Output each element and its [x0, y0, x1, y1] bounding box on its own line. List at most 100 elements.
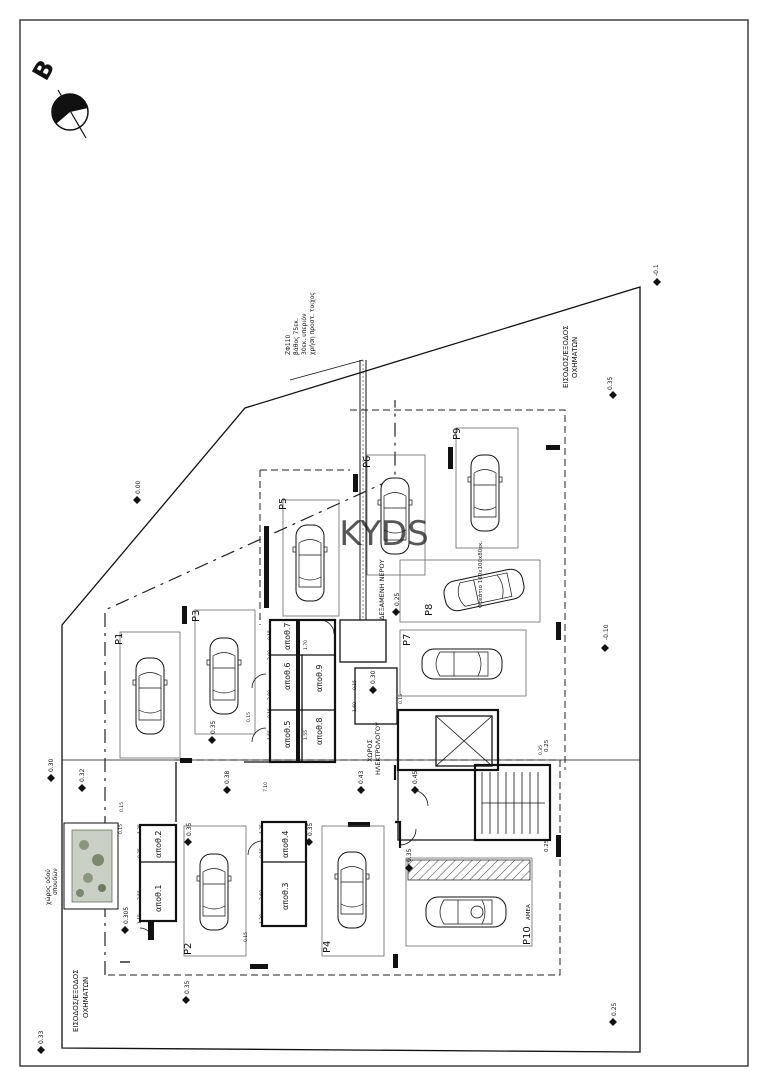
svg-text:0.00: 0.00 — [135, 480, 142, 494]
svg-text:0.25: 0.25 — [611, 1002, 618, 1016]
level-marker: 0.30 — [369, 670, 377, 694]
building-limit-line — [104, 400, 396, 975]
svg-text:χρήση προστ. τοιχος: χρήση προστ. τοιχος — [309, 292, 316, 355]
svg-text:P7: P7 — [402, 634, 413, 646]
svg-text:αποθ.8: αποθ.8 — [315, 717, 324, 745]
svg-text:ΑΜΕΑ: ΑΜΕΑ — [526, 904, 532, 920]
svg-text:0.30: 0.30 — [370, 670, 377, 684]
svg-text:0.35: 0.35 — [607, 376, 614, 390]
svg-text:1.55: 1.55 — [303, 730, 309, 740]
perimeter-walls — [120, 761, 402, 963]
level-marker: -0.1 — [653, 264, 661, 286]
level-marker: 0.35 — [208, 720, 217, 744]
svg-text:1.35: 1.35 — [259, 824, 265, 834]
svg-text:0.35: 0.35 — [307, 822, 314, 836]
svg-text:0.35: 0.35 — [210, 720, 217, 734]
level-marker: 0.45 — [411, 770, 419, 794]
svg-text:1.55: 1.55 — [267, 730, 273, 740]
svg-text:2.00: 2.00 — [267, 650, 273, 660]
green-area: χώρος οδού σπουδών — [45, 822, 119, 910]
svg-text:P8: P8 — [424, 604, 435, 616]
staircase — [481, 772, 545, 834]
svg-text:0.35: 0.35 — [184, 980, 191, 994]
vehicle-entrance-bottom: ΕΙΣΟΔΟΣ/ΕΞΟΔΟΣ ΟΧΗΜΑΤΩΝ — [72, 969, 90, 1032]
svg-text:0.35: 0.35 — [137, 848, 143, 858]
svg-text:ΖΦ110: ΖΦ110 — [285, 335, 292, 355]
svg-text:0.15: 0.15 — [118, 824, 124, 834]
level-marker: 0.32 — [78, 768, 86, 792]
storage-block-upper: αποθ.7 αποθ.6 αποθ.5 αποθ.9 αποθ.8 — [251, 618, 337, 764]
svg-text:P9: P9 — [452, 428, 463, 440]
level-marker: 0.35 — [305, 822, 314, 846]
svg-text:αποθ.9: αποθ.9 — [315, 664, 324, 692]
ventilation-shaft — [359, 360, 367, 620]
svg-text:ΗΛΕΚΤΡΟΛΟΓΟΥ: ΗΛΕΚΤΡΟΛΟΓΟΥ — [374, 722, 382, 775]
svg-text:0.25: 0.25 — [544, 739, 550, 752]
svg-text:σπουδών: σπουδών — [52, 868, 59, 895]
level-marker: 0.35 — [182, 980, 191, 1004]
svg-text:P3: P3 — [191, 610, 202, 622]
svg-text:0.15: 0.15 — [398, 694, 404, 704]
parking-space-p10: P10 ΑΜΕΑ — [405, 857, 533, 947]
parking-space-p4: P4 — [321, 825, 385, 957]
parking-space-p3: P3 — [191, 610, 256, 735]
north-arrow: B — [27, 55, 89, 139]
level-marker: 0.25 — [392, 592, 401, 616]
dimension-annotations: 1.35 0.35 2.55 1.15 0.15 1.35 0.15 2.60 … — [118, 630, 544, 942]
svg-text:P10: P10 — [522, 926, 533, 945]
level-markers: 0.35 0.00 -0.1 -0.10 0.25 0.35 0.30 0.32… — [37, 264, 661, 1054]
svg-text:P4: P4 — [322, 941, 333, 953]
electrical-room: ΧΩΡΟΣ ΗΛΕΚΤΡΟΛΟΓΟΥ — [354, 667, 398, 775]
svg-text:P2: P2 — [183, 943, 194, 955]
svg-text:P5: P5 — [278, 498, 289, 510]
level-marker: -0.10 — [601, 624, 610, 652]
level-marker: 0.43 — [357, 770, 365, 794]
svg-text:-0.10: -0.10 — [603, 624, 610, 640]
svg-text:0.35: 0.35 — [186, 822, 193, 836]
svg-text:ΟΧΗΜΑΤΩΝ: ΟΧΗΜΑΤΩΝ — [82, 977, 90, 1018]
svg-text:αποθ.2: αποθ.2 — [154, 830, 163, 858]
vehicle-entrance-top: ΕΙΣΟΔΟΣ/ΕΞΟΔΟΣ ΟΧΗΜΑΤΩΝ — [562, 325, 579, 388]
svg-text:0.25: 0.25 — [394, 592, 401, 606]
svg-text:P1: P1 — [114, 633, 125, 645]
watermark: KYDS — [339, 514, 429, 554]
svg-text:αποθ.7: αποθ.7 — [283, 622, 292, 650]
parking-space-p2: P2 — [183, 825, 247, 957]
svg-text:αποθ.1: αποθ.1 — [154, 884, 163, 912]
svg-text:χώρος οδού: χώρος οδού — [45, 869, 52, 905]
svg-text:0.38: 0.38 — [224, 770, 231, 784]
level-marker: 0.00 — [133, 480, 142, 504]
svg-text:ΟΧΗΜΑΤΩΝ: ΟΧΗΜΑΤΩΝ — [571, 337, 579, 378]
svg-text:0.15: 0.15 — [259, 848, 265, 858]
svg-text:-0.1: -0.1 — [653, 264, 660, 276]
storage-block-left: αποθ.2 αποθ.1 — [138, 823, 178, 941]
north-arrow-label: B — [27, 55, 60, 85]
svg-text:αποθ.5: αποθ.5 — [283, 720, 292, 748]
svg-text:30εκ. υπεριόν: 30εκ. υπεριόν — [301, 313, 308, 355]
parking-space-p8: P8 Φρεάτιο 160x100x80εκ. — [399, 541, 541, 623]
svg-text:0.15: 0.15 — [352, 680, 358, 690]
svg-text:0.15: 0.15 — [267, 708, 273, 718]
level-marker: 0.35 — [184, 822, 193, 846]
property-boundary — [61, 286, 641, 1053]
level-marker: 0.38 — [223, 770, 231, 794]
svg-text:βάθος 75εκ.: βάθος 75εκ. — [293, 318, 300, 355]
svg-text:0.15: 0.15 — [267, 630, 273, 640]
level-marker: 0.35 — [405, 848, 413, 872]
svg-text:1.60: 1.60 — [352, 702, 358, 712]
level-marker: 0.305 — [121, 907, 130, 934]
parking-space-p5: P5 — [278, 498, 340, 617]
level-marker: 0.33 — [37, 1030, 45, 1054]
svg-text:0.15: 0.15 — [246, 712, 252, 722]
svg-text:7.10: 7.10 — [263, 782, 269, 792]
svg-text:0.30: 0.30 — [48, 758, 55, 772]
svg-text:ΔΕΞΑΜΕΝΗ ΝΕΡΟΥ: ΔΕΞΑΜΕΝΗ ΝΕΡΟΥ — [378, 559, 386, 620]
svg-text:1.35: 1.35 — [137, 824, 143, 834]
svg-text:1.20: 1.20 — [259, 914, 265, 924]
level-marker: 0.25 — [609, 1002, 618, 1026]
svg-text:αποθ.6: αποθ.6 — [283, 662, 292, 690]
svg-text:0.45: 0.45 — [412, 770, 419, 784]
svg-text:0.15: 0.15 — [119, 802, 125, 812]
svg-text:1.70: 1.70 — [303, 640, 309, 650]
